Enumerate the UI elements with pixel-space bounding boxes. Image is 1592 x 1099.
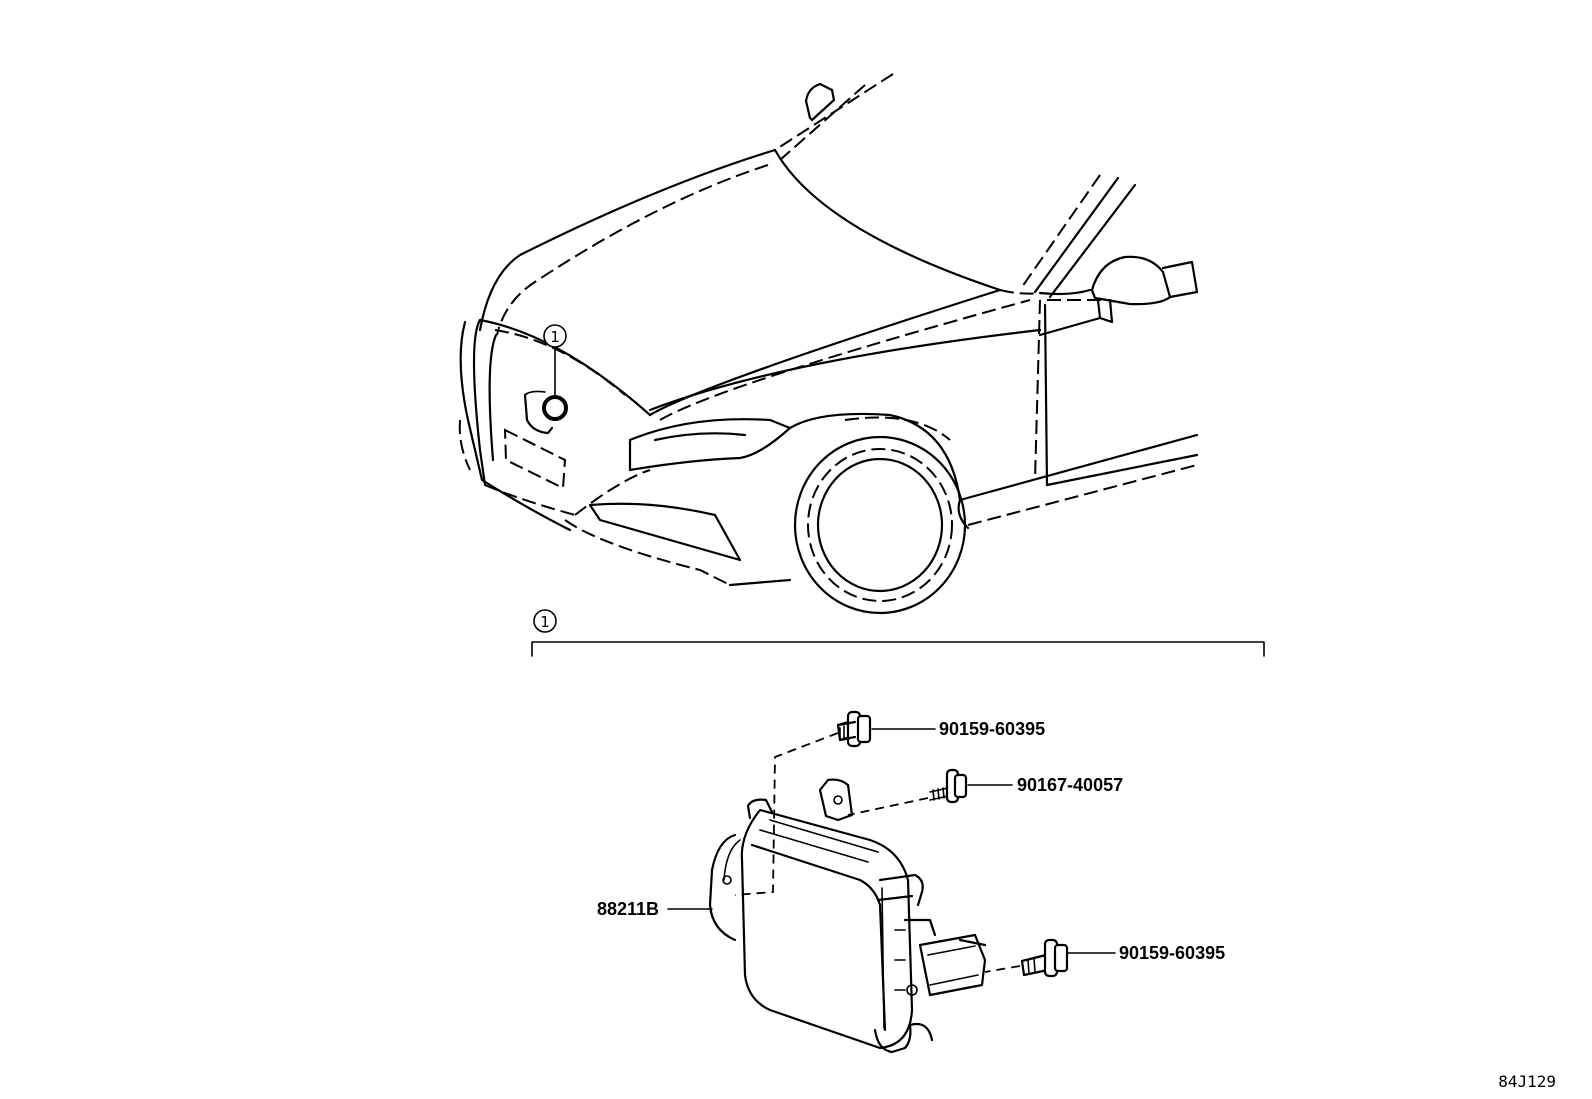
screw — [929, 768, 968, 804]
location-callout-number: 1 — [550, 328, 560, 346]
radar-sensor-marker — [542, 395, 568, 421]
part-number-bolt-upper: 90159-60395 — [939, 719, 1045, 739]
install-line-bolt-upper — [734, 732, 839, 896]
install-line-bolt-lower — [984, 965, 1021, 973]
bolt-lower — [1020, 938, 1069, 978]
group-callout-number: 1 — [540, 613, 550, 631]
illustration-code: 84J129 — [1498, 1072, 1556, 1091]
part-number-screw: 90167-40057 — [1017, 775, 1123, 795]
radar-sensor-assembly — [708, 778, 987, 1054]
part-number-bolt-lower: 90159-60395 — [1119, 943, 1225, 963]
vehicle-front-illustration — [458, 73, 1199, 615]
install-line-screw — [847, 797, 929, 816]
part-number-sensor: 88211B — [597, 899, 659, 919]
bolt-upper — [836, 710, 872, 748]
group-bracket: 1 — [531, 609, 1265, 657]
location-callout: 1 — [542, 324, 568, 421]
